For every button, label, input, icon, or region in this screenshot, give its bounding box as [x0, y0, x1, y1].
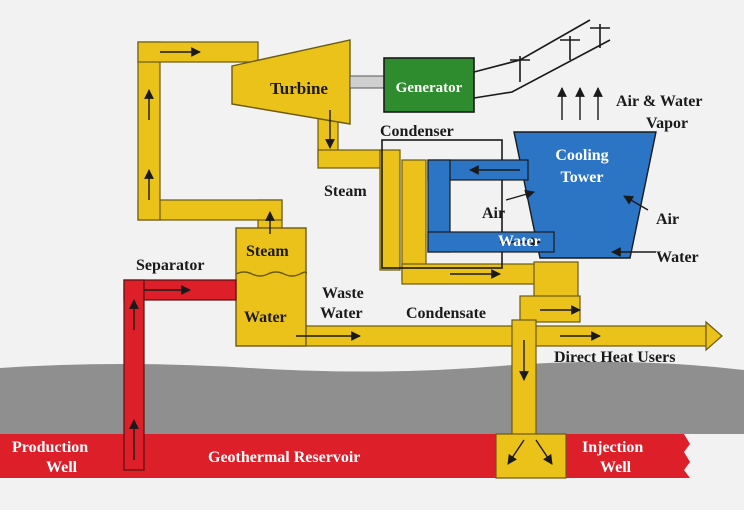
label-condenser: Condenser	[380, 123, 454, 140]
label-generator: Generator	[396, 80, 463, 96]
label-air-water-vapor-2: Vapor	[646, 115, 688, 132]
label-condensate: Condensate	[406, 305, 486, 322]
label-production-well-1: Production	[12, 439, 88, 456]
condenser-box	[381, 139, 503, 269]
label-turbine: Turbine	[270, 79, 328, 98]
label-separator: Separator	[136, 257, 204, 274]
separator-water-line	[235, 271, 308, 277]
label-steam-pipe: Steam	[324, 183, 367, 200]
label-injection-well-1: Injection	[582, 439, 643, 456]
label-waste-water-2: Water	[320, 305, 363, 322]
label-injection-well-2: Well	[600, 459, 632, 476]
cooling-water-loop	[427, 159, 555, 253]
cooling-tower-body	[513, 131, 657, 259]
label-separator-water: Water	[244, 309, 287, 326]
rock-layer	[0, 361, 744, 440]
label-direct-heat-users: Direct Heat Users	[554, 349, 675, 366]
injection-well-head	[495, 433, 567, 479]
flow-arrows	[129, 47, 656, 465]
generator-box	[383, 57, 475, 113]
power-lines	[473, 19, 611, 99]
label-waste-water-1: Waste	[322, 285, 364, 302]
label-cooling-tower-1: Cooling	[555, 147, 608, 164]
label-air-water-vapor-1: Air & Water	[616, 93, 703, 110]
label-water-makeup: Water	[656, 249, 699, 266]
turbine-shaft	[349, 75, 385, 89]
label-separator-steam: Steam	[246, 243, 289, 260]
label-air-right: Air	[656, 211, 679, 228]
label-cooling-tower-2: Tower	[561, 169, 604, 186]
separator-vessel	[235, 227, 307, 347]
label-water-tower: Water	[498, 233, 541, 250]
turbine-body	[231, 39, 351, 125]
label-production-well-2: Well	[46, 459, 78, 476]
label-air-left: Air	[482, 205, 505, 222]
geothermal-reservoir-band	[0, 434, 690, 478]
label-geothermal-reservoir: Geothermal Reservoir	[208, 449, 360, 466]
reservoir-jagged-edge	[684, 434, 744, 478]
